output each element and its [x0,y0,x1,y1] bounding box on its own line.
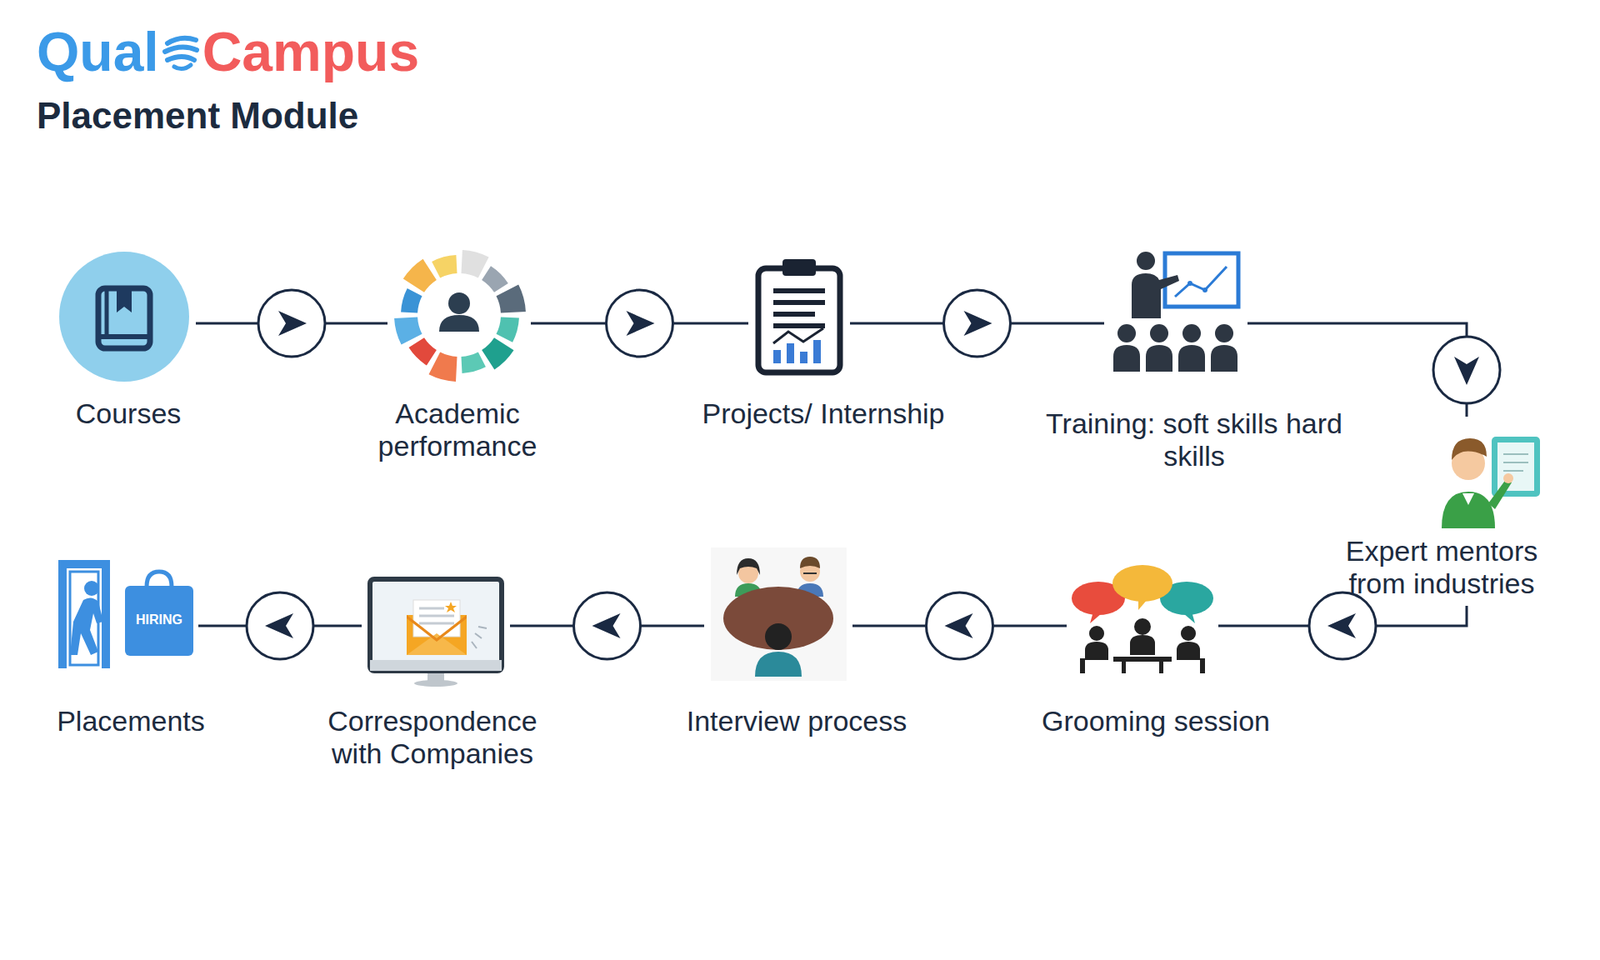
process-step: Courses [36,250,220,430]
ring-segment [495,285,525,314]
arrow-circle [1309,592,1376,660]
ring-segment [481,337,514,370]
diagram-title: Placement Module [36,95,359,137]
process-step: Grooming session [1014,560,1298,738]
step-label: Courses [36,397,220,430]
step-label: Expert mentors from industries [1316,535,1567,601]
ring-segment [460,250,489,278]
ring-segment [394,316,422,345]
flow-connector [850,290,1105,357]
process-step: Academic performance [349,248,566,464]
icon-slot [1071,560,1214,677]
training-icon [1113,251,1239,372]
performance-icon [394,250,526,382]
flow-connector [852,592,1067,660]
process-step: Training: soft skills hard skills [1035,250,1353,474]
arrow-circle [1433,336,1500,404]
icon-slot [366,576,505,685]
flow-connector [530,290,749,357]
arrow-circle [258,290,325,357]
icon-slot [57,250,191,384]
ring-segment [400,288,422,313]
process-step: Projects/ Internship [648,258,999,430]
process-step: Interview process [655,546,939,738]
courses-icon [59,251,190,382]
step-label: Grooming session [1014,705,1298,738]
ring-segment [429,351,458,381]
ring-segment [460,351,485,373]
icon-slot [392,248,526,382]
ring-segment [409,337,437,365]
mentor-icon [1441,436,1540,529]
icon-slot [51,558,194,670]
flow-connector [198,592,362,660]
interview-icon [710,547,847,681]
step-label: Interview process [655,705,939,738]
ring-segment [495,316,519,342]
step-label: Projects/ Internship [648,397,999,430]
icon-slot [709,546,848,682]
arrow-circle [606,290,674,357]
ring-segment [431,255,457,278]
process-step: Expert mentors from industries [1316,420,1567,601]
step-label: Academic performance [349,397,566,464]
process-step: Placements [22,558,240,738]
logo-swirl [160,28,201,75]
flow-connector [1218,592,1467,660]
arrow-circle [246,592,314,660]
arrow-circle [944,290,1011,357]
icon-slot [1109,250,1243,376]
process-step: Correspondence with Companies [307,576,558,771]
step-label: Placements [22,705,240,738]
monitor-icon [370,579,502,687]
arrow-circle [926,592,994,660]
placement-icon [58,560,194,669]
arrow-circle [574,592,641,660]
step-label: Training: soft skills hard skills [1035,407,1353,474]
logo: Qual Campus [36,21,420,83]
step-label: Correspondence with Companies [307,705,558,771]
flow-connector [510,592,705,660]
flow-connector [1247,323,1500,417]
icon-slot [1430,420,1540,529]
flow-connector [195,290,388,357]
ring-segment [481,265,509,293]
bag-label: HIRING [135,612,183,628]
ring-segment [403,259,437,293]
grooming-icon [1071,565,1214,674]
icon-slot [753,258,845,375]
clipboard-icon [758,259,840,373]
